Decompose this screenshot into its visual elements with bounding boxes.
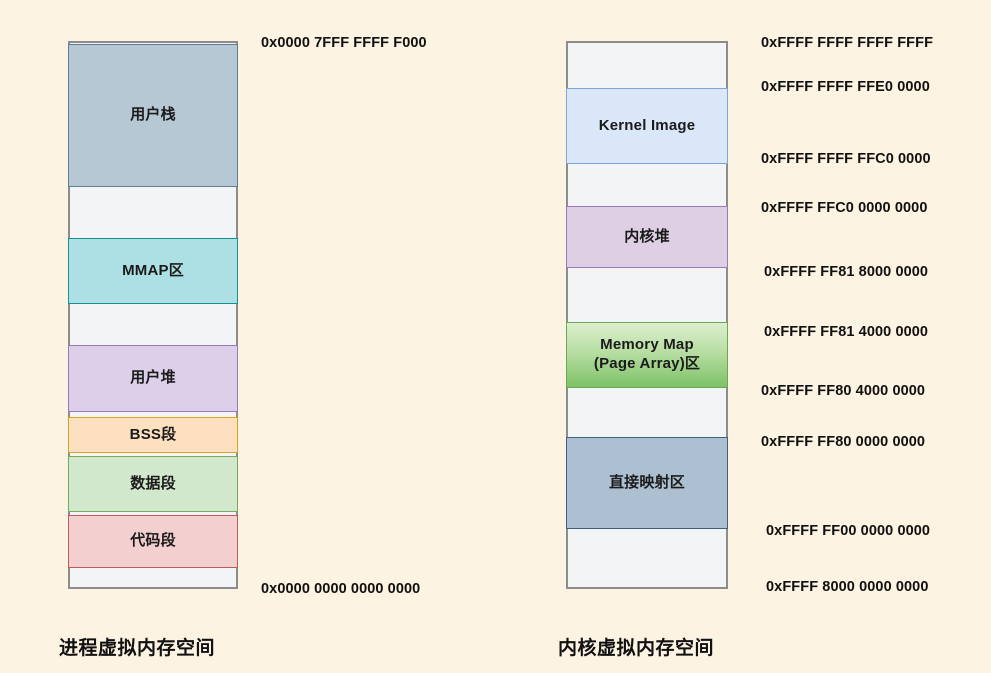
memory-region-bss-segment[interactable]: BSS段 <box>68 417 238 453</box>
memory-region-direct-mapping-area[interactable]: 直接映射区 <box>566 437 728 529</box>
memory-region-kernel-image[interactable]: Kernel Image <box>566 88 728 164</box>
memory-region-label: BSS段 <box>129 425 177 443</box>
memory-region-text-segment[interactable]: 代码段 <box>68 515 238 568</box>
memory-region-user-heap[interactable]: 用户堆 <box>68 345 238 412</box>
address-label-kernel-6: 0xFFFF FF80 4000 0000 <box>761 383 926 399</box>
caption-kernel-virtual-memory-space: 内核虚拟内存空间 <box>558 638 715 659</box>
memory-region-user-stack[interactable]: 用户栈 <box>68 44 238 187</box>
memory-region-label: 数据段 <box>130 474 176 492</box>
memory-region-label: 代码段 <box>130 532 176 550</box>
memory-region-label: 用户堆 <box>130 369 176 387</box>
caption-process-virtual-memory-space: 进程虚拟内存空间 <box>59 638 216 659</box>
memory-region-memory-map-page-array[interactable]: Memory Map (Page Array)区 <box>566 322 728 388</box>
address-label-kernel-7: 0xFFFF FF80 0000 0000 <box>761 434 926 450</box>
address-label-kernel-3: 0xFFFF FFC0 0000 0000 <box>761 200 928 216</box>
address-label-process-bottom: 0x0000 0000 0000 0000 <box>261 581 421 597</box>
address-label-kernel-0: 0xFFFF FFFF FFFF FFFF <box>761 35 934 51</box>
address-label-kernel-8: 0xFFFF FF00 0000 0000 <box>766 523 931 539</box>
memory-region-label: MMAP区 <box>122 261 184 279</box>
memory-region-label: 用户栈 <box>130 106 176 124</box>
memory-region-label: Memory Map (Page Array)区 <box>593 336 701 372</box>
memory-region-kernel-heap[interactable]: 内核堆 <box>566 206 728 268</box>
address-label-kernel-2: 0xFFFF FFFF FFC0 0000 <box>761 151 931 167</box>
address-label-kernel-4: 0xFFFF FF81 8000 0000 <box>764 264 929 280</box>
address-label-process-top: 0x0000 7FFF FFFF F000 <box>261 35 427 51</box>
memory-region-mmap-area[interactable]: MMAP区 <box>68 238 238 304</box>
memory-region-label: 内核堆 <box>624 227 670 245</box>
address-label-kernel-9: 0xFFFF 8000 0000 0000 <box>766 579 929 595</box>
address-label-kernel-1: 0xFFFF FFFF FFE0 0000 <box>761 79 930 95</box>
memory-region-label: Kernel Image <box>598 116 696 134</box>
memory-region-data-segment[interactable]: 数据段 <box>68 456 238 512</box>
memory-region-label: 直接映射区 <box>608 473 685 491</box>
address-label-kernel-5: 0xFFFF FF81 4000 0000 <box>764 324 929 340</box>
